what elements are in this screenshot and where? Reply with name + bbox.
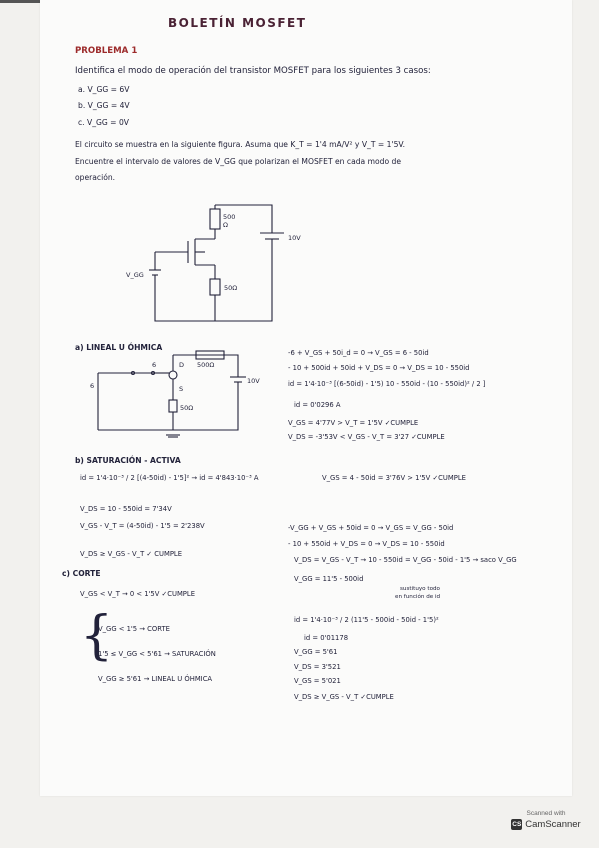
- d-eq1: -V_GG + V_GS + 50id = 0 → V_GS = V_GG - …: [288, 524, 454, 532]
- a-eq6: V_DS = -3'53V < V_GS - V_T = 3'27 ✓CUMPL…: [288, 433, 445, 441]
- a-eq1: -6 + V_GS + 50i_d = 0 → V_GS = 6 - 50id: [288, 349, 429, 357]
- section-c-heading: c) CORTE: [62, 569, 101, 578]
- circuit-diagram-a: 6 6 D S 500Ω 50Ω 10V: [90, 350, 260, 438]
- a-eq3: id = 1'4·10⁻³ [(6-50id) - 1'5) 10 - 550i…: [288, 380, 486, 388]
- label-src: 10V: [247, 377, 260, 385]
- d-eq9: V_GS = 5'021: [294, 677, 341, 685]
- paragraph-line-3: operación.: [75, 173, 116, 182]
- d-eq8: V_DS = 3'521: [294, 663, 341, 671]
- label-r1-unit: Ω: [223, 221, 228, 229]
- c-eq1: V_GS < V_T → 0 < 1'5V ✓CUMPLE: [80, 590, 195, 598]
- note-line-2: en función de id: [395, 594, 441, 600]
- label-vgg: V_GG: [126, 271, 144, 279]
- scanned-with-label: Scanned with: [526, 810, 566, 817]
- d-eq10: V_DS ≥ V_GS - V_T ✓CUMPLE: [294, 693, 394, 701]
- b-eq1: id = 1'4·10⁻³ / 2 [(4-50id) - 1'5]² → id…: [80, 474, 259, 482]
- camscanner-watermark: Scanned with CS CamScanner: [500, 810, 592, 838]
- resistor-50-vertical: [168, 399, 178, 413]
- circuit-diagram-main: 500 Ω 10V V_GG 50Ω: [126, 204, 301, 322]
- note-line-1: sustituyo todo: [400, 586, 440, 592]
- b-eq4: V_DS ≥ V_GS - V_T ✓ CUMPLE: [80, 550, 182, 558]
- b-eq2: V_DS = 10 - 550id = 7'34V: [80, 505, 172, 513]
- a-eq4: id = 0'0296 A: [294, 401, 341, 409]
- resistor-500: [209, 208, 221, 230]
- node-left: 6: [90, 382, 94, 390]
- b-eq1b: V_GS = 4 - 50id = 3'76V > 1'5V ✓CUMPLE: [322, 474, 466, 482]
- section-a-heading: a) LINEAL U ÓHMICA: [75, 343, 163, 352]
- a-eq5: V_GS = 4'77V > V_T = 1'5V ✓CUMPLE: [288, 419, 419, 427]
- summary-corte: V_GG < 1'5 → CORTE: [98, 625, 170, 633]
- section-b-heading: b) SATURACIÓN - ACTIVA: [75, 456, 181, 465]
- wire: [215, 204, 273, 233]
- d-eq6: id = 0'01178: [304, 634, 349, 642]
- case-c: c. V_GG = 0V: [78, 118, 129, 127]
- paragraph-line-2: Encuentre el intervalo de valores de V_G…: [75, 157, 402, 166]
- summary-brace: {: [80, 606, 114, 666]
- summary-lineal: V_GG ≥ 5'61 → LINEAL U ÓHMICA: [98, 675, 213, 683]
- page-title: BOLETÍN MOSFET: [168, 16, 307, 30]
- case-a: a. V_GG = 6V: [78, 85, 130, 94]
- d-eq4: V_GG = 11'5 - 500id: [294, 575, 364, 583]
- mosfet-symbol: [168, 370, 178, 380]
- scan-edge-mark: [0, 0, 75, 3]
- d-eq5: id = 1'4·10⁻³ / 2 (11'5 - 500id - 50id -…: [294, 616, 439, 624]
- notebook-page: BOLETÍN MOSFET PROBLEMA 1 Identifica el …: [40, 0, 572, 796]
- case-b: b. V_GG = 4V: [78, 101, 130, 110]
- wire: [224, 239, 273, 322]
- label-r-bot: 50Ω: [180, 404, 193, 412]
- node-d: D: [179, 361, 184, 369]
- a-eq2: - 10 + 500id + 50id + V_DS = 0 → V_DS = …: [288, 364, 470, 372]
- problem-statement: Identifica el modo de operación del tran…: [75, 66, 431, 76]
- summary-saturacion: 1'5 ≤ V_GG < 5'61 → SATURACIÓN: [98, 650, 216, 658]
- d-eq3: V_DS = V_GS - V_T → 10 - 550id = V_GG - …: [294, 556, 517, 564]
- d-eq2: - 10 + 550id + V_DS = 0 → V_DS = 10 - 55…: [288, 540, 445, 548]
- camscanner-brand: CamScanner: [525, 819, 581, 830]
- label-r2: 50Ω: [224, 284, 237, 292]
- node-g: 6: [152, 361, 156, 369]
- b-eq3: V_GS - V_T = (4-50id) - 1'5 = 2'238V: [80, 522, 205, 530]
- label-r-top: 500Ω: [197, 361, 214, 369]
- paragraph-line-1: El circuito se muestra en la siguiente f…: [75, 140, 406, 149]
- resistor-50: [209, 278, 221, 296]
- node-s: S: [179, 385, 183, 393]
- problem-heading: PROBLEMA 1: [75, 46, 138, 56]
- camscanner-logo-icon: CS: [511, 819, 523, 830]
- label-r1: 500: [223, 213, 235, 221]
- d-eq7: V_GG = 5'61: [294, 648, 338, 656]
- label-source: 10V: [288, 234, 301, 242]
